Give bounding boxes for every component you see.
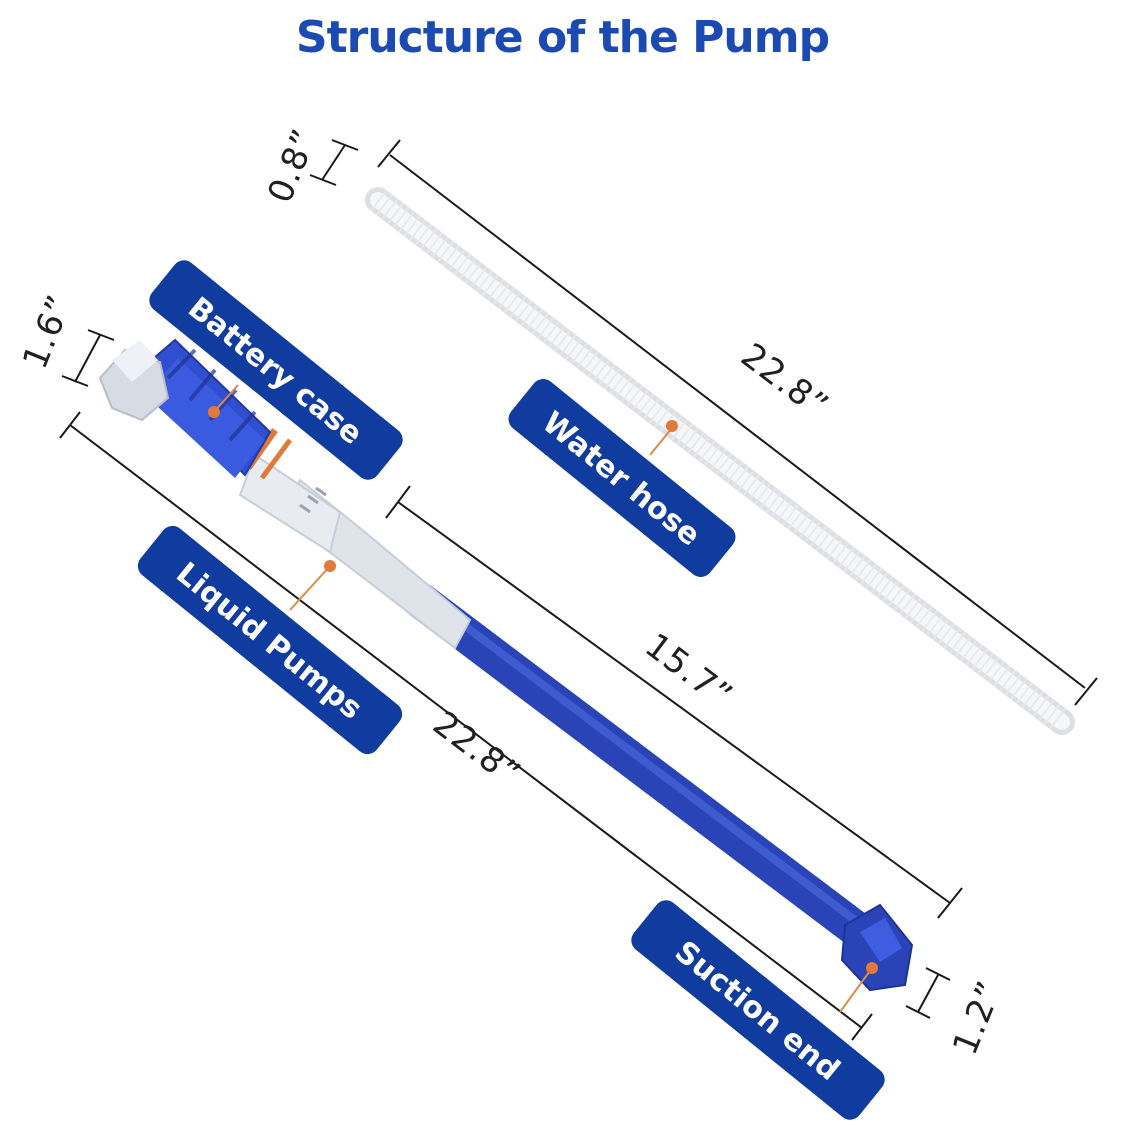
hose-length-dimension: 22.8” [733, 336, 836, 427]
pump-diameter-dimension: 1.6” [15, 289, 80, 374]
dimension-lines [59, 139, 1098, 1041]
leader-dots [208, 406, 878, 974]
label-water-hose: Water hose [508, 379, 736, 577]
suction-diameter-dimension: 1.2” [945, 975, 1010, 1060]
label-liquid-pumps-text: Liquid Pumps [169, 556, 369, 727]
page-title: Structure of the Pump [295, 12, 830, 63]
hose-diameter-dimension: 0.8” [260, 123, 325, 208]
leader-lines [213, 384, 873, 1013]
pump-length-dimension: 22.8” [425, 704, 528, 795]
pump-body [98, 338, 914, 992]
water-hose [365, 187, 1075, 735]
label-suction-end-text: Suction end [668, 934, 846, 1088]
tube-length-dimension: 15.7” [637, 626, 740, 717]
